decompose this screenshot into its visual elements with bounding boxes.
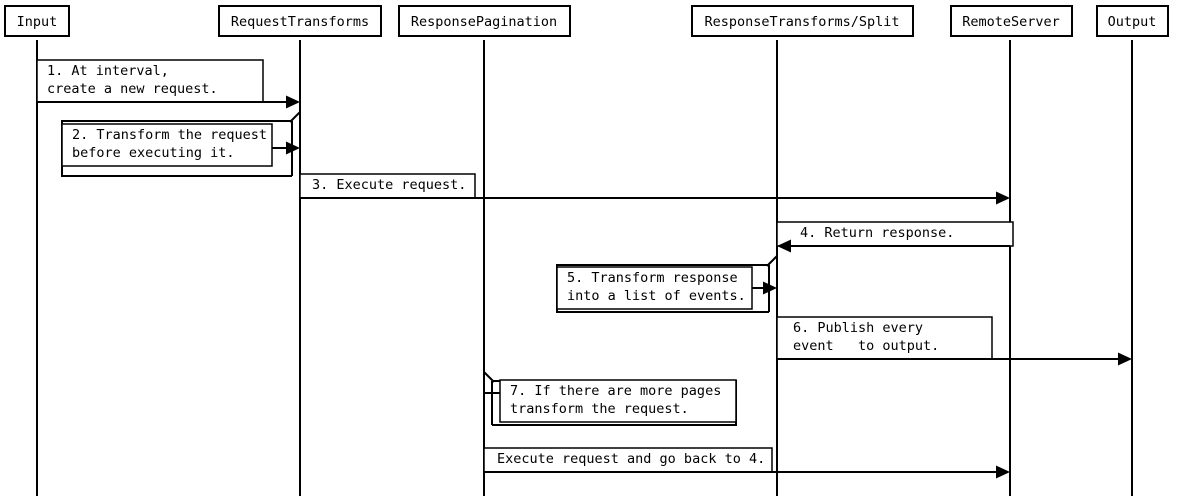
message-6[interactable]: 6. Publish every event to output. [776,316,1132,366]
message-3[interactable]: 3. Execute request. [299,173,1010,205]
message-5-label-line-1: 5. Transform response [567,270,738,286]
message-7-label-line-1: 7. If there are more pages [510,383,721,399]
message-3-label-box [299,173,476,199]
participant-box-request-transforms [218,5,382,37]
message-4-label-line-1: 4. Return response. [800,225,954,241]
message-7-label-line-2: transform the request. [510,401,689,417]
message-4[interactable]: 4. Return response. [776,221,1014,253]
message-2-label-line-2: before executing it. [72,145,235,161]
participants-layer: Input RequestTransforms ResponsePaginati… [4,5,1169,37]
message-6-label-line-2: event to output. [793,338,939,354]
participant-response-pagination[interactable]: ResponsePagination [398,5,571,37]
participant-output[interactable]: Output [1096,5,1169,37]
message-2[interactable]: 2. Transform the request before executin… [61,111,301,177]
participant-remote-server[interactable]: RemoteServer [950,5,1073,37]
participant-label-response-transforms-split: ResponseTransforms/Split [704,14,899,30]
participant-box-response-transforms-split [691,5,914,37]
participant-label-input: Input [17,14,58,30]
participant-response-transforms-split[interactable]: ResponseTransforms/Split [691,5,914,37]
message-5-label-box [556,266,753,310]
message-1-label-line-2: create a new request. [47,81,218,97]
message-6-arrow-head [1118,352,1132,366]
message-1-label-line-1: 1. At interval, [47,63,169,79]
message-8[interactable]: Execute request and go back to 4. [483,447,1010,479]
lifelines-layer [36,40,1133,496]
participant-request-transforms[interactable]: RequestTransforms [218,5,382,37]
message-5[interactable]: 5. Transform response into a list of eve… [556,255,778,313]
message-8-arrow-head [996,465,1010,479]
message-6-label-line-1: 6. Publish every [793,320,923,336]
participant-box-input [4,5,70,37]
message-8-label-box [483,447,773,473]
message-2-label-line-1: 2. Transform the request [72,127,267,143]
participant-box-remote-server [950,5,1073,37]
participant-box-response-pagination [398,5,571,37]
message-4-arrow-head [777,239,791,253]
message-5-label-line-2: into a list of events. [567,288,746,304]
message-6-label-box [776,316,993,360]
participant-label-remote-server: RemoteServer [962,14,1060,30]
message-3-label-line-1: 3. Execute request. [312,177,466,193]
participant-label-response-pagination: ResponsePagination [411,14,557,30]
message-2-label-box [61,123,273,167]
message-3-arrow-head [996,191,1010,205]
message-7-label-box [499,379,737,423]
message-8-label-line-1: Execute request and go back to 4. [497,451,765,467]
message-1[interactable]: 1. At interval, create a new request. [36,59,300,109]
participant-box-output [1096,5,1169,37]
participant-input[interactable]: Input [4,5,70,37]
message-7[interactable]: 7. If there are more pages transform the… [483,371,737,426]
message-1-arrow-head [286,95,300,109]
participant-label-request-transforms: RequestTransforms [231,14,369,30]
message-1-label-box [36,59,264,103]
message-5-arrow-head [763,281,777,295]
participant-label-output: Output [1108,14,1157,30]
